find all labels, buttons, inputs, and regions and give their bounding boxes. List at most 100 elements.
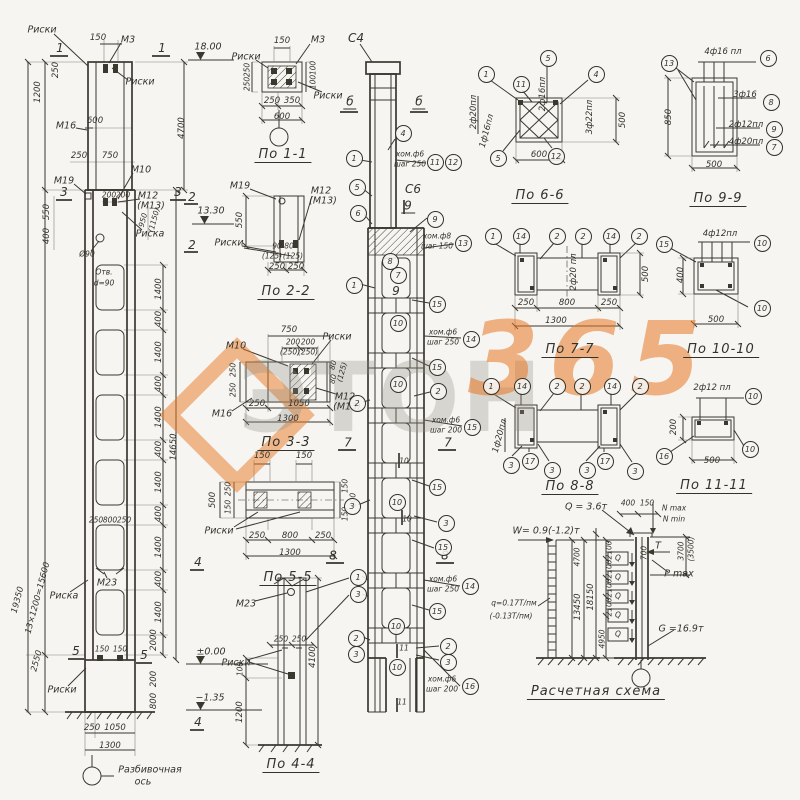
dim-label: Риски xyxy=(204,525,234,537)
dim-label: 100 xyxy=(308,60,318,76)
dim-label: 2 xyxy=(188,190,196,204)
dim-label: 13×1200=15600 xyxy=(23,561,53,635)
dim-label: 400 xyxy=(620,498,636,508)
dim-label: q=0.17Т/пм xyxy=(491,598,537,608)
level-mark: −1.35 xyxy=(195,692,225,704)
callout-balloon-12: 12 xyxy=(547,147,565,165)
dim-label: 2ф20пл xyxy=(469,94,479,130)
dim-label: 3 xyxy=(60,185,68,199)
dim-label: Риски xyxy=(313,90,343,102)
callout-balloon-2: 2 xyxy=(630,227,648,245)
dim-label: Риски xyxy=(27,24,57,36)
dim-label: 90 xyxy=(272,241,282,251)
callout-balloon-12: 12 xyxy=(444,153,462,171)
dim-label: (М13) xyxy=(333,401,361,413)
callout-balloon-3: 3 xyxy=(502,456,520,474)
dim-label: 11 xyxy=(399,643,409,653)
dim-label: 600 xyxy=(530,150,548,160)
callout-balloon-15: 15 xyxy=(428,478,446,496)
dim-label: 550 xyxy=(235,211,245,229)
callout-balloon-5: 5 xyxy=(489,149,507,167)
dim-label: Т xyxy=(655,540,661,552)
dim-label: 9 xyxy=(401,199,415,214)
callout-balloon-15: 15 xyxy=(434,538,452,556)
dim-label: 10 xyxy=(399,456,409,466)
dim-label: 250 xyxy=(268,262,286,272)
dim-label: 100 xyxy=(235,661,245,677)
callout-balloon-1: 1 xyxy=(345,149,363,167)
callout-balloon-2: 2 xyxy=(347,629,365,647)
callout-balloon-3: 3 xyxy=(578,461,596,479)
dim-label: 1050 xyxy=(104,723,126,733)
dim-label: 14650 xyxy=(169,433,179,461)
dim-label: М23 xyxy=(96,577,118,589)
calc-scheme xyxy=(518,502,706,688)
left-elevation xyxy=(24,33,268,786)
dim-label: 1400 xyxy=(154,601,164,623)
section-3-3 xyxy=(231,334,337,426)
callout-balloon-3: 3 xyxy=(439,653,457,671)
dim-label: 400 xyxy=(42,227,52,245)
dim-label: 600 xyxy=(273,112,291,122)
section-title: По 11-11 xyxy=(676,478,752,494)
dim-label: 200 xyxy=(300,337,316,347)
callout-balloon-6: 6 xyxy=(759,49,777,67)
callout-balloon-9: 9 xyxy=(765,120,783,138)
dim-label: 1200 xyxy=(33,81,43,103)
dim-label: хом.ф6 xyxy=(428,327,458,337)
dim-label: 2ф16пл xyxy=(538,76,548,112)
dim-label: 100 xyxy=(308,74,318,90)
dim-label: 1400 xyxy=(154,471,164,493)
callout-balloon-1: 1 xyxy=(349,568,367,586)
callout-balloon-4: 4 xyxy=(394,124,412,142)
callout-balloon-14: 14 xyxy=(602,227,620,245)
dim-label: 1ф20пл xyxy=(490,418,510,454)
callout-balloon-17: 17 xyxy=(596,452,614,470)
callout-balloon-13: 13 xyxy=(660,54,678,72)
dim-label: хом.ф6 xyxy=(431,415,461,425)
section-title: По 5-5 xyxy=(259,570,317,586)
section-title: По 7-7 xyxy=(541,342,599,358)
dim-label: W= 0.9(-1.2)т xyxy=(512,525,580,537)
dim-label: М10 xyxy=(225,340,247,352)
callout-balloon-2: 2 xyxy=(573,377,591,395)
dim-label: Q = 3.6т xyxy=(564,501,608,513)
dim-label: 7 xyxy=(341,436,355,451)
dim-label: 150 xyxy=(253,451,271,461)
dim-label: 4700 xyxy=(572,547,582,567)
dim-label: 2100 xyxy=(604,540,614,560)
dim-label: Q xyxy=(615,629,621,639)
dim-label: (-0.13Т/пм) xyxy=(489,611,533,621)
dim-label: (250) xyxy=(297,347,319,357)
dim-label: 9 xyxy=(392,284,400,298)
callout-balloon-10: 10 xyxy=(389,314,407,332)
dim-label: (125) xyxy=(282,251,304,261)
dim-label: 4ф12пл xyxy=(702,229,738,239)
dim-label: 800 xyxy=(558,298,576,308)
dim-label: Риски xyxy=(221,657,251,669)
dim-label: шаг 250 xyxy=(426,337,460,347)
dim-label: 4ф16 пл xyxy=(704,47,742,57)
dim-label: 550 xyxy=(42,203,52,221)
dim-label: Q xyxy=(615,553,621,563)
dim-label: 200 xyxy=(669,418,679,436)
section-1-1 xyxy=(251,43,323,147)
dim-label: 2550 xyxy=(29,649,45,673)
level-mark: 13.30 xyxy=(197,205,225,217)
callout-balloon-3: 3 xyxy=(347,645,365,663)
callout-balloon-3: 3 xyxy=(437,514,455,532)
callout-balloon-17: 17 xyxy=(521,452,539,470)
dim-label: 250 xyxy=(248,531,266,541)
dim-label: 200 xyxy=(149,670,159,688)
callout-balloon-10: 10 xyxy=(388,493,406,511)
callout-balloon-14: 14 xyxy=(603,377,621,395)
section-title: По 8-8 xyxy=(541,479,599,495)
dim-label: М12 xyxy=(137,190,159,202)
dim-label: 500 xyxy=(208,491,218,509)
dim-label: 150 xyxy=(94,644,110,654)
callout-balloon-14: 14 xyxy=(512,227,530,245)
dim-label: 250 xyxy=(51,61,61,79)
callout-balloon-16: 16 xyxy=(655,447,673,465)
dim-label: Риска xyxy=(135,228,165,240)
